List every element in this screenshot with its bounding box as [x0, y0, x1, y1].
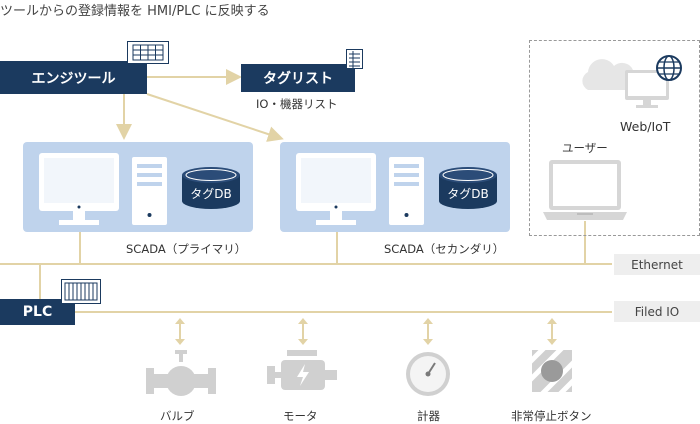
- tag-list-label: タグリスト: [263, 71, 333, 87]
- page-title: ツールからの登録情報を HMI/PLC に反映する: [0, 4, 270, 19]
- server-tower-icon: [132, 157, 167, 225]
- emergency-stop-icon: [532, 350, 572, 392]
- tag-list-box: タグリスト: [241, 64, 355, 92]
- monitor-icon: [296, 153, 376, 225]
- scada-secondary-label: SCADA（セカンダリ）: [384, 242, 505, 256]
- web-iot-label: Web/IoT: [620, 119, 671, 134]
- globe-icon: [656, 55, 682, 81]
- device-label-motor: モータ: [283, 409, 318, 423]
- field-io-label: Filed IO: [614, 301, 700, 322]
- engineering-tool-label: エンジツール: [31, 70, 116, 87]
- plc-label: PLC: [22, 304, 53, 320]
- device-label-valve: バルブ: [160, 409, 195, 423]
- scada-secondary-panel: タグDB: [280, 142, 510, 232]
- user-label: ユーザー: [562, 141, 608, 155]
- database-icon: [439, 167, 497, 209]
- tag-db-label: タグDB: [190, 187, 232, 201]
- gauge-icon: [406, 352, 450, 396]
- database-icon: [182, 167, 240, 209]
- tag-list-sublabel: IO・機器リスト: [256, 97, 338, 111]
- monitor-icon: [39, 153, 119, 225]
- scada-primary-label: SCADA（プライマリ）: [126, 242, 247, 256]
- valve-icon: [146, 350, 216, 396]
- cloud-icon: [582, 59, 639, 90]
- motor-icon: [267, 350, 337, 390]
- laptop-icon: [543, 160, 627, 220]
- ethernet-label: Ethernet: [614, 254, 700, 275]
- engineering-tool-box: エンジツール: [0, 61, 147, 94]
- monitor-icon: [625, 70, 669, 108]
- plc-module-icon: [61, 279, 101, 304]
- device-label-gauge: 計器: [417, 409, 440, 423]
- grid-table-icon: [127, 41, 169, 64]
- plc-box: PLC: [0, 299, 75, 325]
- device-label-emergency-stop: 非常停止ボタン: [511, 409, 592, 423]
- server-tower-icon: [389, 157, 424, 225]
- list-document-icon: [346, 49, 363, 69]
- tag-db-label: タグDB: [447, 187, 489, 201]
- scada-primary-panel: タグDB: [23, 142, 253, 232]
- arrow-to-scada-secondary: [146, 93, 284, 142]
